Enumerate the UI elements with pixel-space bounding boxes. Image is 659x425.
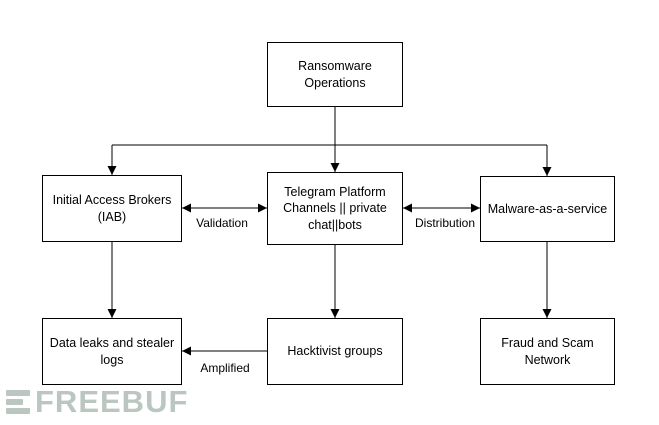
edge-label-validation: Validation — [196, 216, 248, 230]
edge-label-amplified: Amplified — [200, 361, 250, 375]
freebuf-watermark-text: FREEBUF — [35, 384, 189, 419]
node-data-leaks-stealer-logs: Data leaks and stealer logs — [42, 318, 182, 385]
node-ransomware-operations: Ransomware Operations — [267, 42, 403, 107]
node-fraud-and-scam-network: Fraud and Scam Network — [480, 318, 615, 385]
edge-label-distribution: Distribution — [414, 216, 476, 230]
freebuf-logo-icon — [6, 389, 30, 414]
node-hacktivist-groups: Hacktivist groups — [267, 318, 403, 385]
node-initial-access-brokers: Initial Access Brokers (IAB) — [42, 175, 182, 242]
freebuf-watermark: FREEBUF — [6, 386, 188, 417]
node-malware-as-a-service: Malware-as-a-service — [480, 176, 615, 242]
node-telegram-platform-channels: Telegram Platform Channels || private ch… — [267, 172, 403, 245]
